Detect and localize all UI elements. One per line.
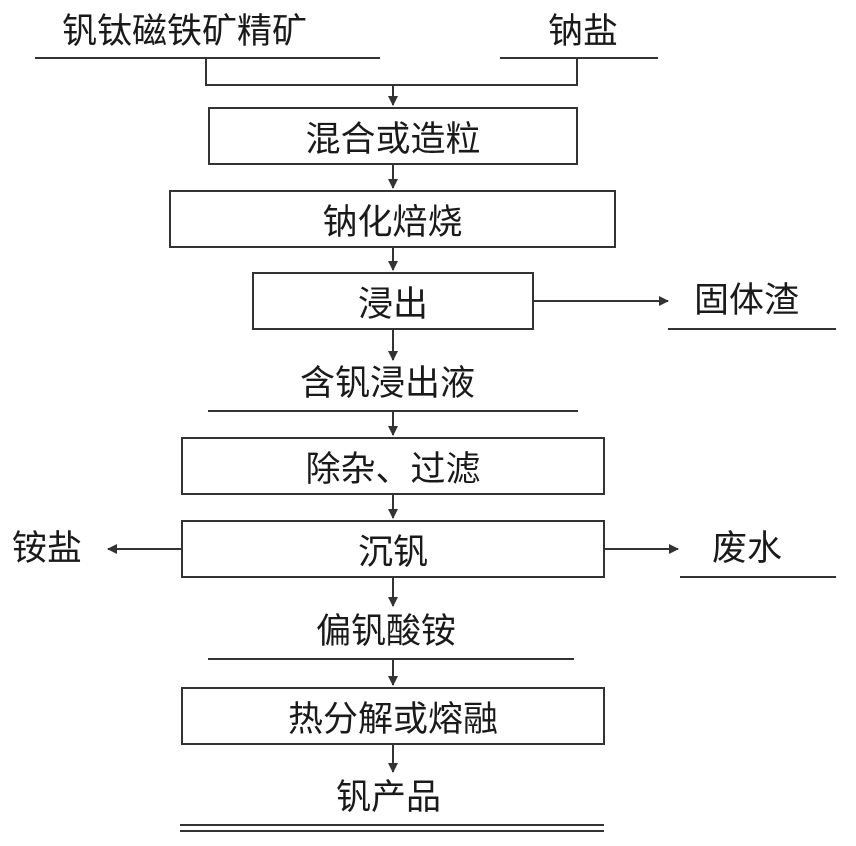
step-mix-label: 混合或造粒 <box>305 119 481 160</box>
intermediate-leachate-label: 含钒浸出液 <box>300 364 476 404</box>
byproduct-solid-residue-underline <box>668 328 836 330</box>
input-sodium-salt-underline <box>500 57 658 59</box>
byproduct-ammonium-salt-label: 铵盐 <box>12 529 83 569</box>
byproduct-wastewater-underline <box>680 576 836 578</box>
intermediate-ammonium-metavanadate-label: 偏钒酸铵 <box>316 612 457 652</box>
step-decompose-label: 热分解或熔融 <box>287 699 498 740</box>
intermediate-ammonium-metavanadate-underline <box>208 658 574 660</box>
merge-bottom-line <box>205 84 578 86</box>
input-ore-label: 钒钛磁铁矿精矿 <box>62 12 308 52</box>
input-sodium-salt-label: 钠盐 <box>548 12 619 52</box>
step-precipitate-box: 沉钒 <box>181 520 605 578</box>
step-purify-label: 除杂、过滤 <box>305 449 481 490</box>
step-roast-label: 钠化焙烧 <box>322 202 463 243</box>
byproduct-solid-residue-label: 固体渣 <box>694 281 800 321</box>
product-underline-bottom <box>180 830 604 832</box>
step-decompose-box: 热分解或熔融 <box>181 687 605 745</box>
merge-right-line <box>576 57 578 85</box>
input-ore-underline <box>35 57 380 59</box>
product-label: 钒产品 <box>336 778 442 818</box>
product-underline-top <box>180 824 604 826</box>
merge-left-line <box>205 57 207 85</box>
step-mix-box: 混合或造粒 <box>208 107 578 165</box>
step-roast-box: 钠化焙烧 <box>169 190 616 248</box>
step-precipitate-label: 沉钒 <box>357 532 428 573</box>
step-purify-box: 除杂、过滤 <box>181 437 605 495</box>
byproduct-wastewater-label: 废水 <box>712 529 783 569</box>
step-leach-box: 浸出 <box>252 272 534 330</box>
step-leach-label: 浸出 <box>357 284 428 325</box>
